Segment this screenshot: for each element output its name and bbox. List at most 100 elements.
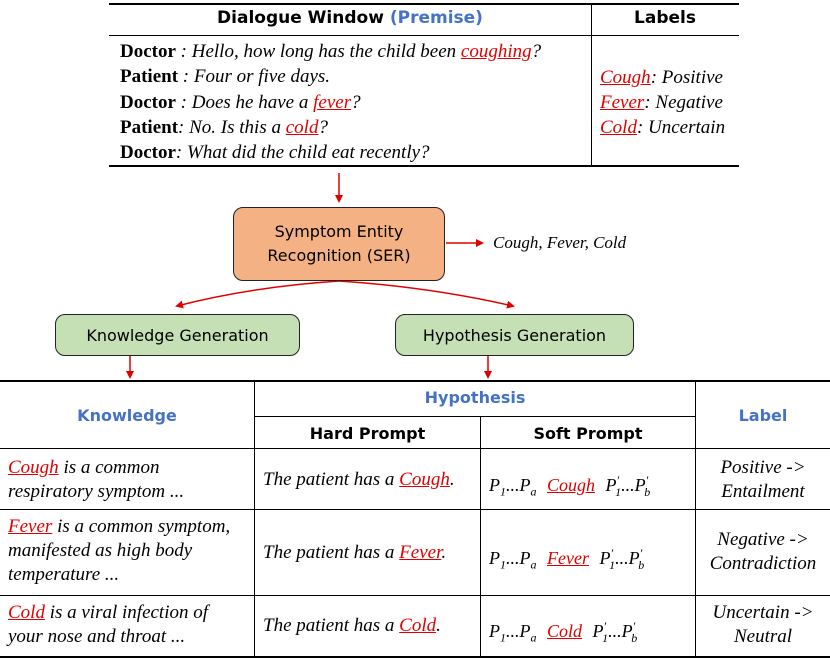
label-line: Fever: Negative — [600, 92, 723, 114]
soft-sub: 1 — [500, 630, 506, 645]
arrow-ser-to-knowledge — [175, 280, 340, 309]
knowledge-text: is a viral infection of — [44, 602, 209, 623]
utterance: Does he have a — [191, 92, 314, 113]
soft-prime: ′ — [639, 546, 643, 560]
soft-ellipsis: ... — [506, 548, 520, 568]
label-text: Contradiction — [709, 553, 817, 574]
speaker: Doctor — [120, 142, 176, 163]
utterance: No. Is this a — [189, 117, 286, 138]
utterance-end: ? — [351, 92, 361, 113]
top-table-column-divider — [591, 3, 592, 166]
dialogue-line: Patient : Four or five days. — [120, 66, 330, 88]
ser-label-line2: Recognition (SER) — [267, 246, 411, 265]
utterance-end: ? — [531, 41, 542, 62]
hard-prompt-entity: Fever — [399, 542, 442, 563]
hypothesis-generation-box: Hypothesis Generation — [395, 314, 634, 356]
soft-prompt-cell: P1...Pa Cold P′1...P′b — [489, 614, 637, 650]
label-cell: Uncertain -> Neutral — [696, 601, 830, 649]
utterance: Hello, how long has the child been — [191, 41, 461, 62]
label-line: Cough: Positive — [600, 67, 723, 89]
label-value: : Uncertain — [636, 117, 726, 138]
soft-sub: b — [631, 630, 638, 645]
label-value: : Positive — [650, 67, 723, 88]
sep: : — [178, 66, 194, 87]
hard-prompt-end: . — [449, 469, 455, 490]
soft-token: P — [489, 621, 500, 641]
knowledge-entity: Cough — [8, 457, 59, 478]
knowledge-header: Knowledge — [77, 406, 177, 425]
knowledge-cell: Fever is a common symptom, manifested as… — [8, 515, 254, 587]
soft-token: P — [592, 621, 604, 641]
soft-token: P — [489, 475, 500, 495]
utterance-end: ? — [318, 117, 328, 138]
top-table-border-bottom — [109, 165, 739, 167]
hard-prompt-cell: The patient has a Fever. — [263, 541, 446, 565]
entity-mention: fever — [313, 92, 352, 113]
table-bottom-rule — [0, 656, 830, 658]
header-bottom-rule — [0, 448, 830, 449]
soft-token: P — [599, 548, 611, 568]
label-text: Entailment — [721, 481, 805, 502]
soft-prompt-entity: Fever — [547, 548, 589, 568]
knowledge-text: manifested as high body — [8, 540, 193, 561]
soft-prompt-entity: Cold — [547, 621, 583, 641]
soft-ellipsis: ... — [506, 475, 520, 495]
soft-token: P — [519, 475, 531, 495]
hard-prompt-cell: The patient has a Cough. — [263, 468, 455, 492]
knowledge-text: your nose and throat ... — [8, 626, 186, 647]
label-cell: Positive -> Entailment — [696, 456, 830, 504]
sep: : — [175, 92, 192, 113]
ser-box: Symptom Entity Recognition (SER) — [233, 207, 445, 281]
soft-ellipsis: ... — [621, 475, 635, 495]
label-entity: Cough — [600, 67, 651, 88]
soft-ellipsis: ... — [506, 621, 520, 641]
labels-header: Labels — [634, 8, 696, 28]
soft-token: P — [628, 548, 640, 568]
arrow-ser-to-hypothesis — [338, 280, 515, 309]
utterance: Four or five days. — [193, 66, 331, 87]
entity-mention: cold — [285, 117, 319, 138]
label-header: Label — [738, 406, 788, 425]
top-table-header-rule — [109, 35, 739, 36]
soft-prime: ′ — [616, 473, 620, 487]
col-divider — [480, 416, 481, 657]
soft-prime: ′ — [645, 473, 649, 487]
label-text: Uncertain -> — [712, 602, 814, 623]
speaker: Doctor — [120, 41, 176, 62]
sep: : — [178, 117, 190, 138]
soft-token: P — [489, 548, 500, 568]
hard-prompt-entity: Cough — [399, 469, 450, 490]
row-divider — [0, 595, 830, 596]
speaker: Doctor — [120, 92, 176, 113]
header-premise-text: (Premise) — [389, 8, 483, 28]
knowledge-generation-box: Knowledge Generation — [55, 314, 300, 356]
dialogue-line: Doctor : Does he have a fever? — [120, 92, 361, 114]
hard-prompt-text: The patient has a — [263, 542, 400, 563]
hard-prompt-header: Hard Prompt — [309, 424, 426, 443]
soft-sub: 1 — [500, 557, 506, 572]
dialogue-line: Doctor: What did the child eat recently? — [120, 142, 430, 164]
soft-token: P — [621, 621, 633, 641]
soft-sub: b — [644, 484, 651, 499]
knowledge-entity: Fever — [8, 516, 53, 537]
hard-prompt-text: The patient has a — [263, 615, 400, 636]
soft-prompt-cell: P1...Pa Cough P′1...P′b — [489, 468, 650, 504]
top-table-border-top — [109, 3, 739, 5]
label-entity: Cold — [600, 117, 637, 138]
hypothesis-sub-rule — [255, 416, 695, 417]
soft-prime: ′ — [610, 546, 614, 560]
dialogue-line: Patient: No. Is this a cold? — [120, 117, 328, 139]
dialogue-window-header: Dialogue Window (Premise) — [109, 8, 591, 28]
dialogue-line: Doctor : Hello, how long has the child b… — [120, 41, 541, 63]
soft-sub: a — [530, 484, 537, 499]
label-entity: Fever — [600, 92, 645, 113]
soft-token: P — [519, 621, 531, 641]
header-dialogue-text: Dialogue Window — [217, 8, 384, 28]
soft-sub: a — [530, 557, 537, 572]
label-line: Cold: Uncertain — [600, 117, 725, 139]
soft-prime: ′ — [632, 619, 636, 633]
knowledge-text: is a common — [58, 457, 160, 478]
hard-prompt-end: . — [436, 615, 441, 636]
speaker: Patient — [120, 117, 179, 138]
knowledge-text: temperature ... — [8, 564, 120, 585]
